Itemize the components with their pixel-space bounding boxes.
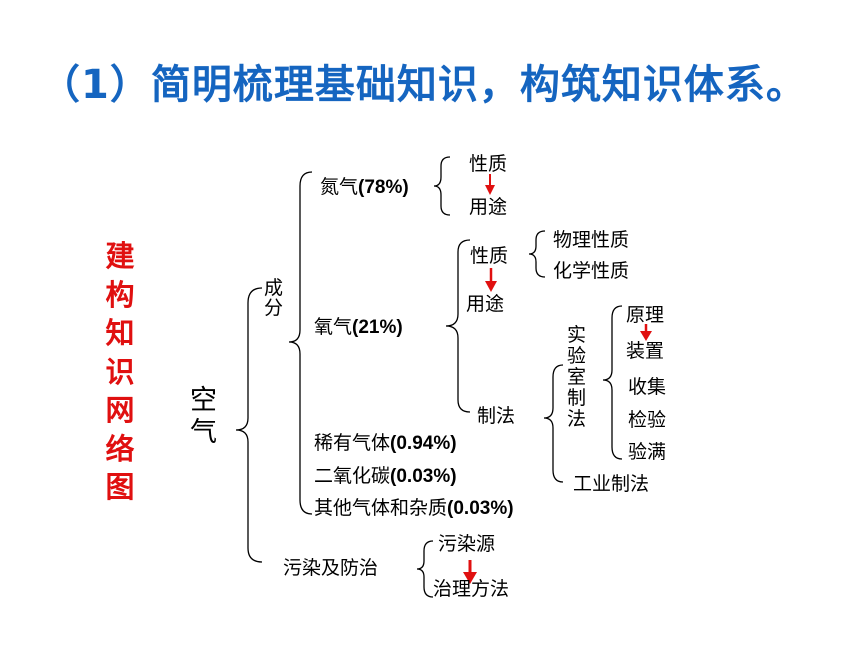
side-char: 图 [105, 470, 135, 504]
page-title: （1）简明梳理基础知识，构筑知识体系。 [40, 62, 807, 108]
oxygen-use: 用途 [466, 293, 505, 315]
side-char: 络 [105, 431, 135, 466]
industrial-method: 工业制法 [573, 473, 650, 495]
node-nitrogen: 氮气(78%) [320, 176, 409, 198]
oxygen-preparation: 制法 [477, 405, 516, 427]
arrow-nitrogen [485, 174, 495, 195]
arrow-lab [640, 324, 652, 341]
lab-full-check: 验满 [628, 441, 667, 463]
bracket-lab [602, 305, 623, 460]
bracket-composition [288, 171, 313, 515]
node-air: 空 气 [190, 385, 217, 448]
oxygen-property: 性质 [470, 245, 509, 267]
node-co2: 二氧化碳(0.03%) [314, 465, 457, 487]
bracket-pollution [416, 540, 434, 598]
lab-testing: 检验 [628, 409, 667, 431]
node-noble-gas: 稀有气体(0.94%) [314, 432, 457, 454]
bracket-air [235, 287, 263, 563]
pollution-treatment: 治理方法 [433, 578, 510, 600]
arrow-pollution [463, 560, 477, 584]
bracket-property [528, 230, 546, 278]
side-char: 识 [105, 354, 135, 389]
pollution-source: 污染源 [438, 533, 496, 555]
lab-collection: 收集 [628, 376, 667, 398]
arrow-oxygen [485, 268, 497, 292]
oxygen-chemical-property: 化学性质 [553, 260, 630, 282]
nitrogen-property: 性质 [469, 153, 508, 175]
side-char: 建 [105, 239, 135, 273]
nitrogen-use: 用途 [469, 196, 508, 218]
side-char: 知 [105, 316, 135, 350]
lab-apparatus: 装置 [626, 340, 665, 362]
node-lab-method: 实 验 室 制 法 [567, 324, 587, 430]
side-title-vertical: 建 构 知 识 网 络 图 [100, 237, 140, 507]
node-other-gases: 其他气体和杂质(0.03%) [314, 497, 514, 519]
node-pollution: 污染及防治 [283, 557, 379, 579]
bracket-oxygen [445, 239, 471, 413]
bracket-preparation [543, 364, 564, 483]
bracket-nitrogen [433, 156, 451, 216]
node-oxygen: 氧气(21%) [314, 316, 403, 338]
side-char: 构 [105, 277, 135, 312]
node-composition: 成 分 [264, 277, 284, 319]
lab-principle: 原理 [626, 304, 665, 326]
side-char: 网 [105, 393, 135, 427]
oxygen-physical-property: 物理性质 [553, 229, 630, 251]
